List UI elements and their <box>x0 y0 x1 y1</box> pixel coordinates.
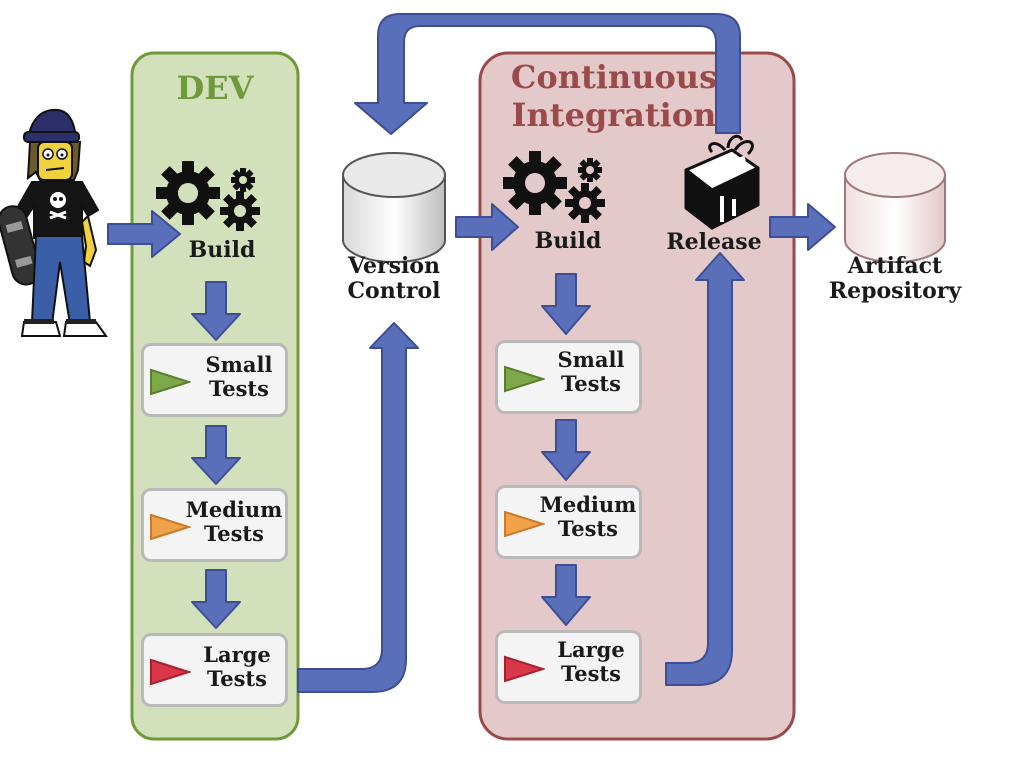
red-triangle-icon <box>504 655 545 683</box>
release-label: Release <box>666 229 762 255</box>
version-control-line2: Control <box>347 278 441 305</box>
dev-small-tests-box: Small Tests <box>141 343 288 417</box>
green-triangle-icon <box>150 368 191 396</box>
ci-panel-title: Continuous Integration <box>480 58 748 135</box>
dev-medium-to-large-arrow <box>191 569 241 629</box>
dev-large-tests-box: Large Tests <box>141 633 288 707</box>
ci-large-tests-line2: Tests <box>561 661 621 687</box>
ci-build-to-small-arrow <box>541 273 591 335</box>
release-gift-box-icon <box>684 134 760 230</box>
ci-medium-tests-box: Medium Tests <box>495 485 642 559</box>
dev-medium-tests-line1: Medium <box>185 497 283 522</box>
ci-small-tests-line1: Small <box>557 347 625 372</box>
dev-small-tests-line1: Small <box>205 352 273 377</box>
red-triangle-icon <box>150 658 191 686</box>
version-control-label: Version Control <box>334 253 454 305</box>
version-control-database-icon <box>342 152 446 263</box>
ci-large-tests-box: Large Tests <box>495 630 642 704</box>
developer-figure-icon <box>0 108 108 337</box>
dev-large-tests-line1: Large <box>203 642 271 667</box>
dev-small-to-medium-arrow <box>191 425 241 485</box>
dev-large-tests-line2: Tests <box>207 666 267 692</box>
ci-small-tests-line2: Tests <box>561 371 621 397</box>
release-to-version-control-arrow <box>354 13 741 135</box>
orange-triangle-icon <box>504 510 545 538</box>
dev-large-to-version-control-arrow <box>297 322 419 693</box>
ci-medium-tests-line2: Tests <box>558 516 618 542</box>
dev-gears-icon <box>156 161 260 231</box>
version-control-line1: Version <box>347 253 441 279</box>
dev-panel-title: DEV <box>176 69 254 107</box>
artifact-repository-database-icon <box>844 152 946 263</box>
ci-medium-tests-line1: Medium <box>539 492 637 517</box>
dev-medium-tests-box: Medium Tests <box>141 488 288 562</box>
developer-to-build-arrow <box>107 210 181 258</box>
artifact-repository-label: Artifact Repository <box>820 253 970 305</box>
artifact-repository-line1: Artifact <box>847 253 943 279</box>
ci-small-to-medium-arrow <box>541 419 591 481</box>
dev-small-tests-line2: Tests <box>209 376 269 402</box>
ci-large-tests-line1: Large <box>557 637 625 662</box>
ci-title-line1: Continuous <box>510 58 718 96</box>
ci-title-line2: Integration <box>511 96 717 135</box>
ci-build-label: Build <box>534 228 602 254</box>
dev-build-to-small-arrow <box>191 281 241 341</box>
version-control-to-ci-build-arrow <box>455 203 519 251</box>
orange-triangle-icon <box>150 513 191 541</box>
green-triangle-icon <box>504 365 545 393</box>
dev-build-label: Build <box>188 237 256 263</box>
ci-small-tests-box: Small Tests <box>495 340 642 414</box>
artifact-repository-line2: Repository <box>828 278 962 305</box>
dev-medium-tests-line2: Tests <box>204 521 264 547</box>
ci-large-to-release-arrow <box>665 252 745 686</box>
ci-medium-to-large-arrow <box>541 564 591 626</box>
release-to-artifact-arrow <box>769 203 836 251</box>
